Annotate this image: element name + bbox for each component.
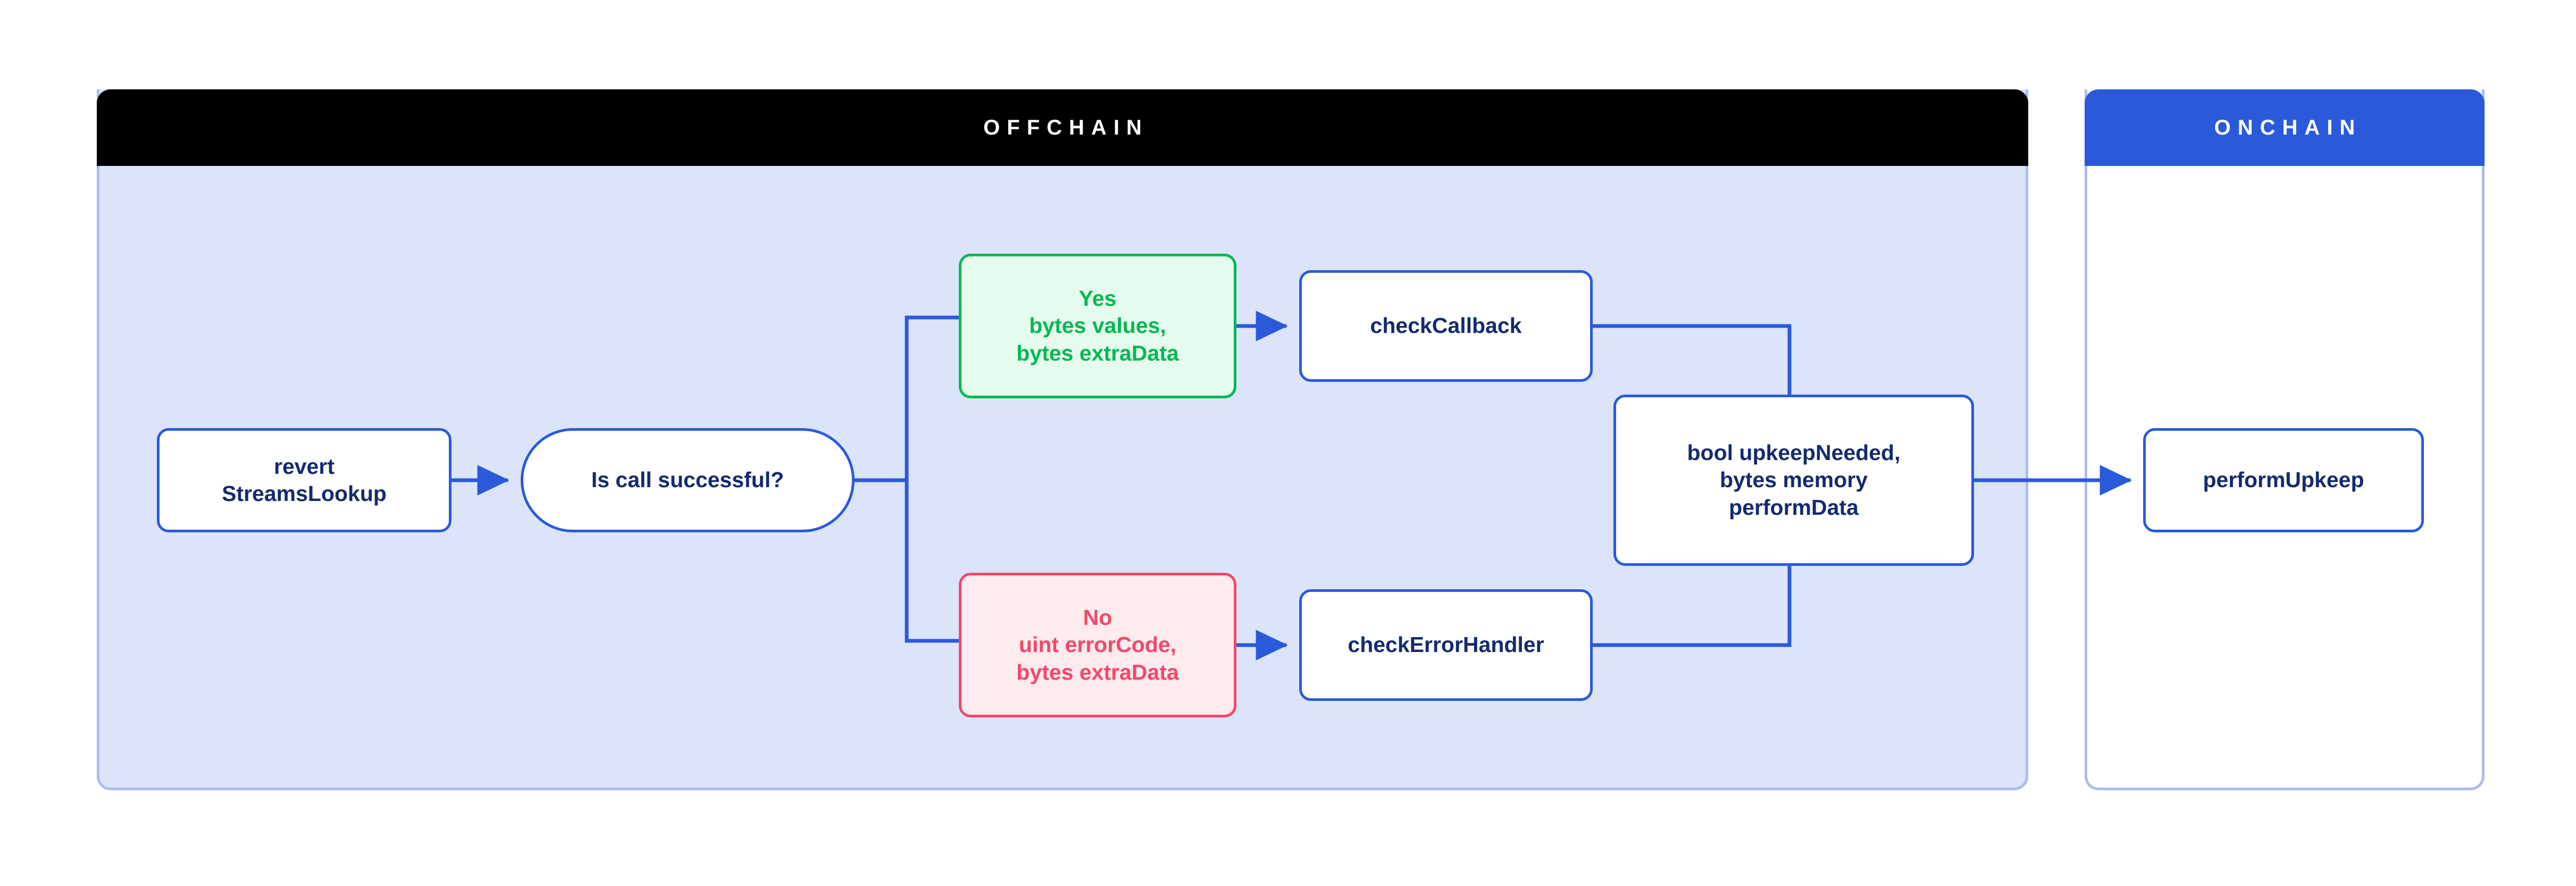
node-performupkeep[interactable]: performUpkeep: [2143, 428, 2424, 532]
node-checkcallback[interactable]: checkCallback: [1299, 270, 1593, 382]
node-yes-branch[interactable]: Yes bytes values, bytes extraData: [959, 254, 1236, 398]
node-checkerrorhandler[interactable]: checkErrorHandler: [1299, 589, 1593, 701]
panel-header-offchain: OFFCHAIN: [97, 89, 2028, 166]
panel-header-onchain-label: ONCHAIN: [2214, 115, 2362, 139]
node-performupkeep-label: performUpkeep: [2203, 467, 2364, 492]
node-no-branch-label: No uint errorCode, bytes extraData: [1016, 605, 1179, 684]
panel-header-onchain: ONCHAIN: [2085, 89, 2485, 166]
node-upkeep-needed-perform-data[interactable]: bool upkeepNeeded, bytes memory performD…: [1613, 395, 1974, 566]
node-checkerrorhandler-label: checkErrorHandler: [1348, 632, 1544, 657]
node-is-call-successful[interactable]: Is call successful?: [521, 428, 855, 532]
node-yes-branch-label: Yes bytes values, bytes extraData: [1016, 286, 1179, 365]
node-no-branch[interactable]: No uint errorCode, bytes extraData: [959, 573, 1236, 717]
panel-header-offchain-label: OFFCHAIN: [983, 115, 1149, 139]
node-checkcallback-label: checkCallback: [1370, 313, 1522, 338]
node-is-call-successful-label: Is call successful?: [591, 467, 784, 492]
node-revert-streamslookup[interactable]: revert StreamsLookup: [157, 428, 451, 532]
node-revert-streamslookup-label: revert StreamsLookup: [222, 454, 387, 506]
node-upkeep-needed-perform-data-label: bool upkeepNeeded, bytes memory performD…: [1687, 440, 1901, 520]
